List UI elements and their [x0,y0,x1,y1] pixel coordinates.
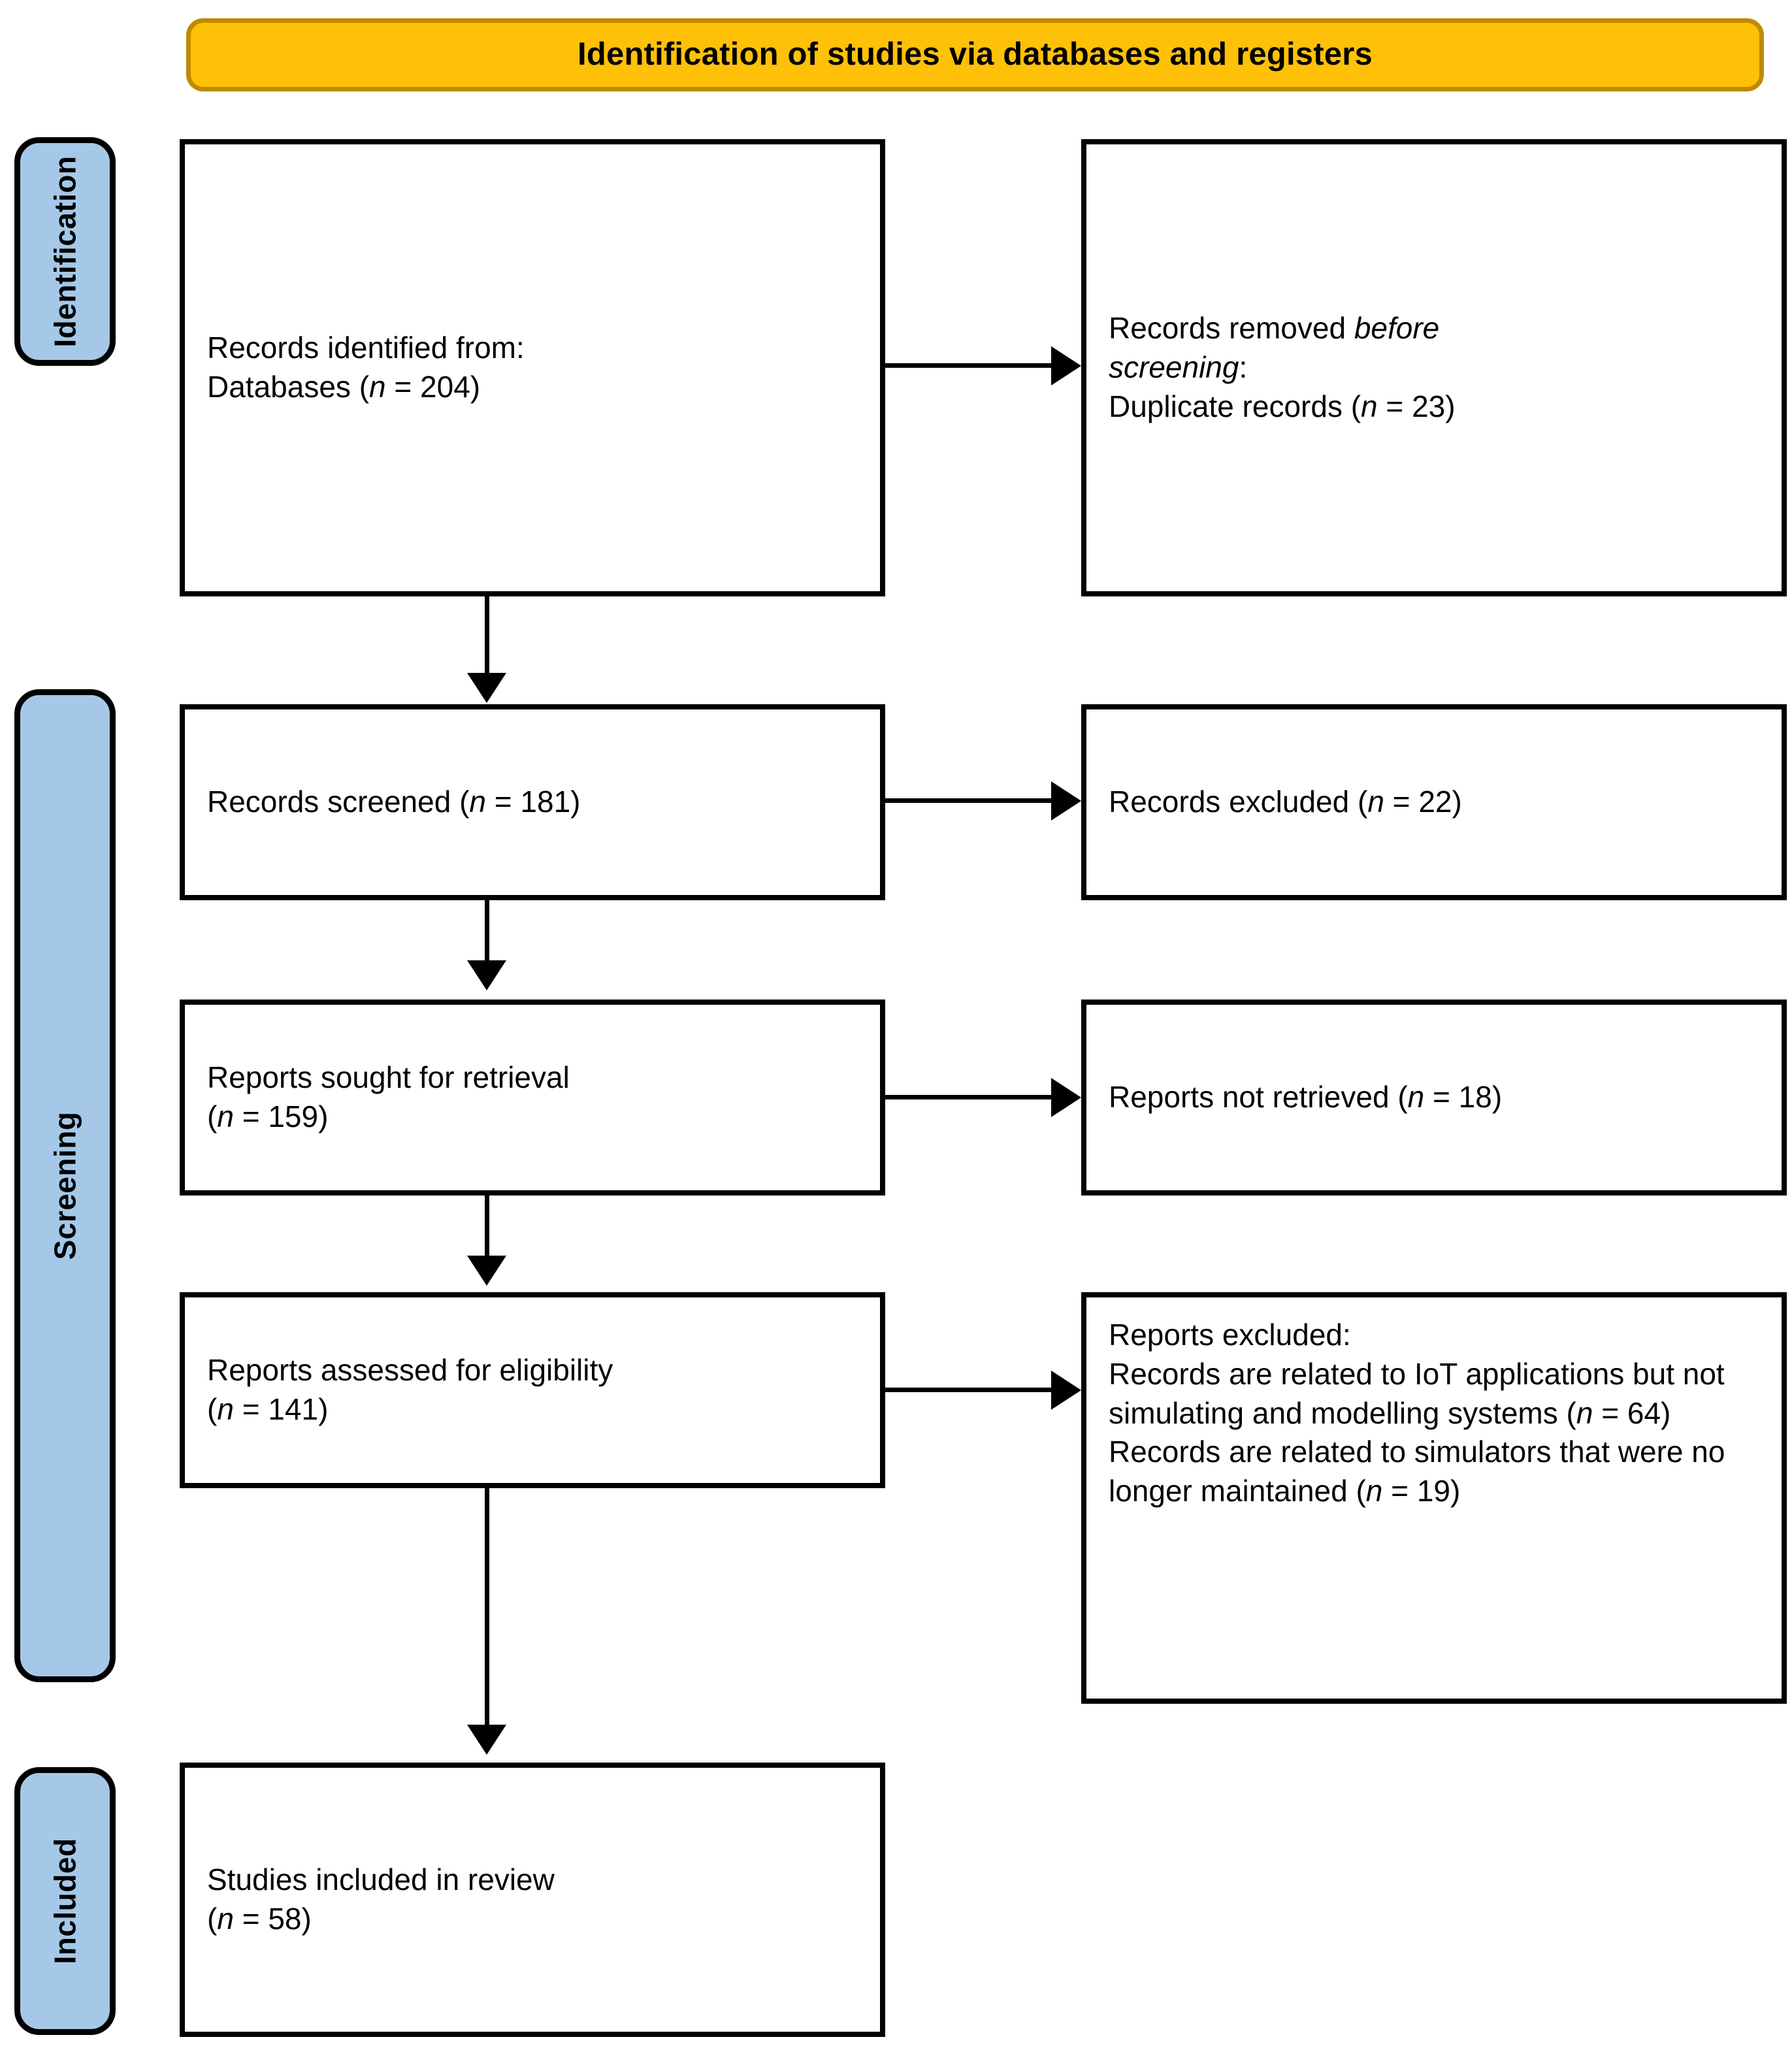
reports-excluded-reason2-suffix: = 19) [1382,1474,1461,1508]
records-identified-n-symbol: n [369,370,386,404]
box-records-identified: Records identified from: Databases (n = … [180,139,885,596]
connector-identified-to-removed-line [885,363,1051,368]
box-studies-included-text: Studies included in review (n = 58) [185,1861,880,1939]
connector-sought-to-not-retrieved-arrowhead [1051,1078,1081,1117]
records-removed-emphasis-before: before [1354,311,1440,346]
reports-assessed-line2-suffix: = 141) [233,1392,329,1426]
box-records-removed: Records removed before screening: Duplic… [1081,139,1787,596]
records-removed-line1-prefix: Records removed [1109,311,1354,346]
reports-sought-line2-prefix: ( [207,1099,218,1133]
connector-assessed-to-included-arrowhead [467,1725,506,1755]
reports-assessed-n-symbol: n [217,1392,234,1426]
box-reports-not-retrieved-text: Reports not retrieved (n = 18) [1086,1078,1782,1117]
records-identified-line2-suffix: = 204) [385,370,481,404]
box-records-excluded: Records excluded (n = 22) [1081,704,1787,900]
stage-pill-identification: Identification [14,137,116,366]
reports-sought-line1: Reports sought for retrieval [207,1060,570,1095]
box-reports-sought: Reports sought for retrieval (n = 159) [180,1000,885,1196]
connector-screened-to-excluded-line [885,798,1051,803]
diagram-header-banner: Identification of studies via databases … [186,18,1764,91]
box-reports-assessed: Reports assessed for eligibility (n = 14… [180,1292,885,1488]
box-records-screened-text: Records screened (n = 181) [185,783,880,822]
reports-not-retrieved-suffix: = 18) [1424,1080,1503,1114]
records-identified-line1: Records identified from: [207,331,525,365]
connector-screened-to-sought-line [485,900,489,966]
records-screened-suffix: = 181) [486,785,581,819]
studies-included-line2-prefix: ( [207,1902,218,1936]
records-excluded-suffix: = 22) [1384,785,1462,819]
box-reports-assessed-text: Reports assessed for eligibility (n = 14… [185,1351,880,1429]
box-records-removed-text: Records removed before screening: Duplic… [1086,309,1782,426]
records-removed-emphasis-screening: screening [1109,350,1239,385]
box-records-screened: Records screened (n = 181) [180,704,885,900]
connector-sought-to-assessed-arrowhead [467,1256,506,1286]
reports-excluded-line1: Reports excluded: [1109,1318,1351,1352]
box-records-identified-text: Records identified from: Databases (n = … [185,329,880,407]
reports-sought-line2-suffix: = 159) [233,1099,329,1133]
stage-label-included: Included [48,1838,82,1964]
reports-not-retrieved-n-symbol: n [1407,1080,1425,1114]
records-removed-n-symbol: n [1361,389,1378,423]
records-removed-line3-suffix: = 23) [1377,389,1456,423]
studies-included-line1: Studies included in review [207,1863,555,1897]
stage-pill-included: Included [14,1767,116,2035]
records-screened-n-symbol: n [469,785,486,819]
reports-excluded-reason2-n-symbol: n [1365,1474,1383,1508]
records-screened-prefix: Records screened ( [207,785,470,819]
box-reports-sought-text: Reports sought for retrieval (n = 159) [185,1058,880,1137]
box-reports-excluded: Reports excluded: Records are related to… [1081,1292,1787,1704]
reports-excluded-reason1-n-symbol: n [1576,1395,1593,1430]
box-reports-not-retrieved: Reports not retrieved (n = 18) [1081,1000,1787,1196]
connector-sought-to-assessed-line [485,1196,489,1261]
page-title: Identification of studies via databases … [578,37,1373,73]
stage-pill-screening: Screening [14,689,116,1682]
studies-included-n-symbol: n [217,1902,234,1936]
reports-assessed-line2-prefix: ( [207,1392,218,1426]
connector-screened-to-sought-arrowhead [467,960,506,990]
records-removed-line3-prefix: Duplicate records ( [1109,389,1361,423]
reports-excluded-reason1: Records are related to IoT applications … [1109,1356,1725,1430]
records-identified-line2-prefix: Databases ( [207,370,370,404]
connector-screened-to-excluded-arrowhead [1051,781,1081,821]
connector-assessed-to-excluded-line [885,1388,1051,1392]
connector-identified-to-screened-arrowhead [467,673,506,703]
stage-label-screening: Screening [48,1111,82,1260]
connector-identified-to-screened-line [485,596,489,678]
reports-sought-n-symbol: n [217,1099,234,1133]
reports-not-retrieved-prefix: Reports not retrieved ( [1109,1080,1408,1114]
records-excluded-prefix: Records excluded ( [1109,785,1368,819]
connector-assessed-to-included-line [485,1488,489,1730]
reports-excluded-reason2: Records are related to simulators that w… [1109,1435,1725,1508]
box-studies-included: Studies included in review (n = 58) [180,1763,885,2037]
connector-assessed-to-excluded-arrowhead [1051,1371,1081,1410]
reports-excluded-reason1-suffix: = 64) [1593,1395,1671,1430]
connector-identified-to-removed-arrowhead [1051,346,1081,385]
studies-included-line2-suffix: = 58) [233,1902,312,1936]
records-removed-line2-suffix: : [1239,350,1248,385]
connector-sought-to-not-retrieved-line [885,1095,1051,1099]
records-excluded-n-symbol: n [1367,785,1384,819]
box-records-excluded-text: Records excluded (n = 22) [1086,783,1782,822]
box-reports-excluded-text: Reports excluded: Records are related to… [1086,1297,1782,1511]
reports-assessed-line1: Reports assessed for eligibility [207,1353,613,1388]
stage-label-identification: Identification [48,155,82,348]
